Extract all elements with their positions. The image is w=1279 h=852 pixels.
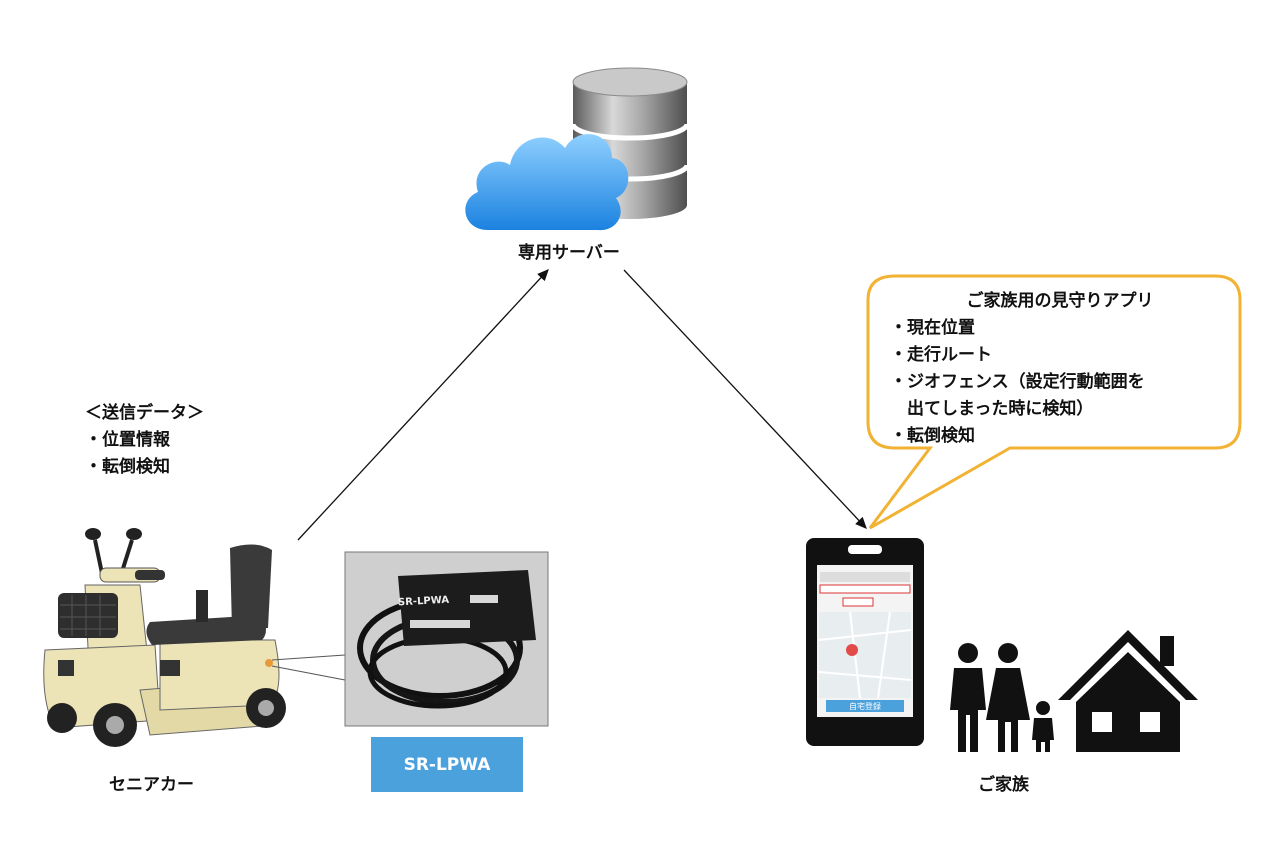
- senior-car-image: [43, 528, 286, 747]
- sr-lpwa-device-photo: [344, 551, 549, 727]
- app-features-bubble: [866, 274, 1242, 530]
- connector-line-bottom: [271, 665, 346, 681]
- app-features-title: ご家族用の見守りアプリ: [966, 291, 1154, 311]
- app-features-list: ご家族用の見守りアプリ ・現在位置 ・走行ルート ・ジオフェンス（設定行動範囲を…: [890, 288, 1230, 450]
- arrow-scooter-to-server: [297, 269, 549, 541]
- app-feature-item: ・走行ルート: [890, 345, 992, 365]
- cloud-icon: [465, 134, 629, 231]
- smartphone-image: [806, 538, 924, 746]
- sr-lpwa-badge: SR-LPWA: [371, 737, 523, 792]
- connector-line-top: [271, 654, 346, 661]
- phone-register-button: 自宅登録: [849, 702, 881, 711]
- server-label: 専用サーバー: [518, 243, 620, 263]
- send-data-item: ・位置情報: [85, 430, 170, 450]
- app-feature-item: ・転倒検知: [890, 426, 975, 446]
- arrow-server-to-phone: [623, 269, 867, 529]
- send-data-item: ・転倒検知: [85, 457, 170, 477]
- house-icon: [1058, 630, 1198, 752]
- app-feature-item: ・現在位置: [890, 318, 975, 338]
- send-data-list: ＜送信データ＞ ・位置情報 ・転倒検知: [85, 400, 204, 481]
- app-feature-item: ・ジオフェンス（設定行動範囲を: [890, 372, 1145, 392]
- family-icon: [950, 643, 1054, 752]
- send-data-heading: ＜送信データ＞: [85, 403, 204, 423]
- app-feature-item: 出てしまった時に検知）: [890, 399, 1094, 419]
- family-label: ご家族: [978, 775, 1029, 795]
- senior-car-label: セニアカー: [109, 775, 194, 795]
